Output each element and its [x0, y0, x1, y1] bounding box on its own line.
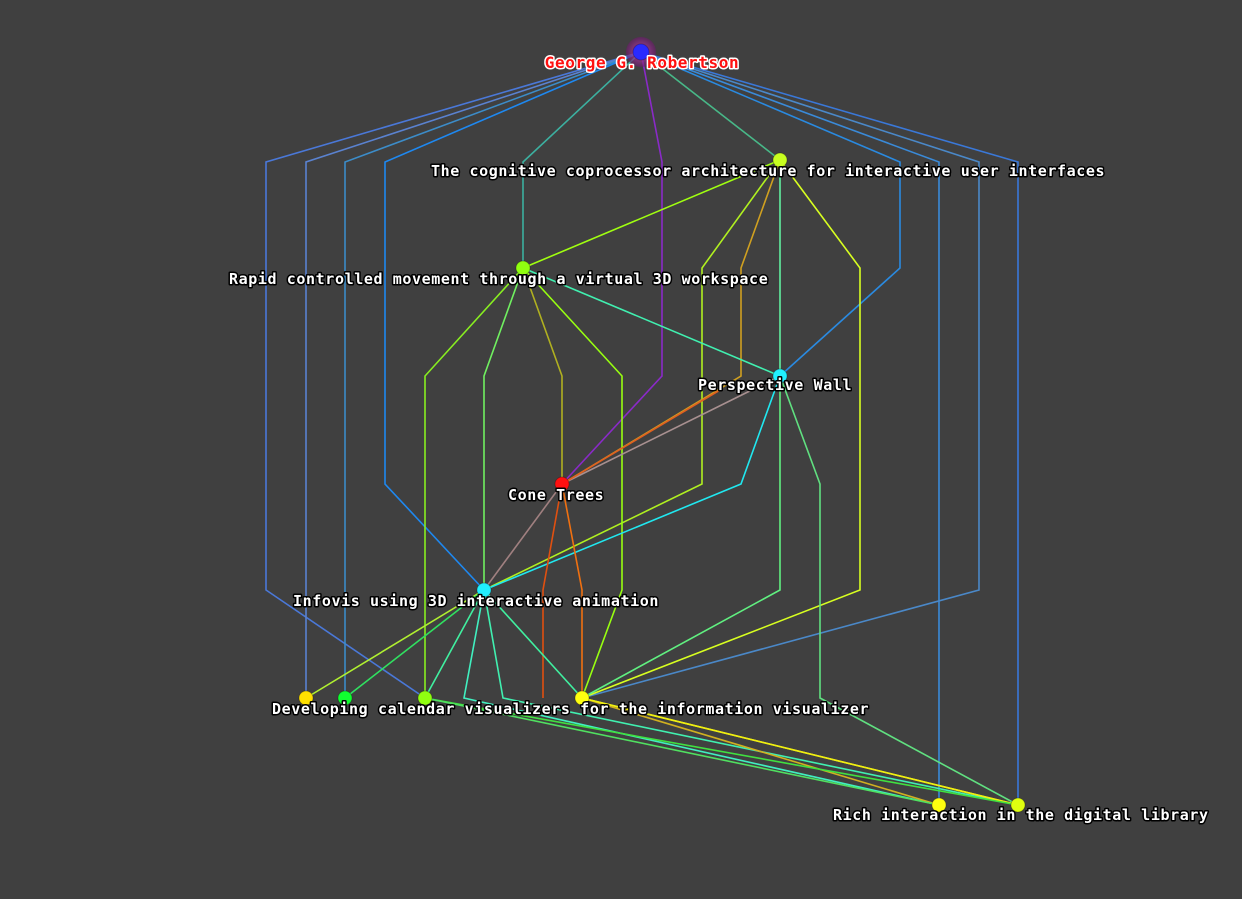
node-pwall[interactable]: [772, 368, 788, 384]
edge-rapid-infovis: [483, 267, 524, 590]
edge-infovis-b2: [344, 589, 485, 699]
edge-pwall-rich: [779, 375, 1019, 806]
node-b3[interactable]: [417, 690, 433, 706]
node-label-cog[interactable]: The cognitive coprocessor architecture f…: [430, 161, 1107, 182]
edge-rapid-cone: [522, 267, 563, 484]
edge-pwall-infovis: [483, 375, 781, 591]
node-label-infovis[interactable]: Infovis using 3D interactive animation: [292, 591, 660, 612]
edge-layer: [265, 51, 1019, 806]
node-label-cal[interactable]: Developing calendar visualizers for the …: [271, 699, 871, 720]
node-label-rapid[interactable]: Rapid controlled movement through a virt…: [228, 269, 770, 290]
node-cog[interactable]: [772, 152, 788, 168]
edge-root-b2: [344, 51, 642, 698]
node-rich[interactable]: [1010, 797, 1026, 813]
edge-infovis-b3: [424, 589, 485, 699]
node-label-cone[interactable]: Cone Trees: [507, 485, 606, 506]
edge-rapid-pwall: [522, 267, 781, 377]
edge-cone-infovis: [483, 483, 563, 591]
edge-root-rich: [640, 51, 1019, 805]
node-layer: [298, 37, 1026, 813]
node-label-pwall[interactable]: Perspective Wall: [697, 375, 853, 396]
edge-infovis-t2: [483, 589, 1019, 806]
edge-root-rapid: [522, 51, 642, 268]
node-b1[interactable]: [298, 690, 314, 706]
node-rich1[interactable]: [931, 797, 947, 813]
node-cal[interactable]: [574, 690, 590, 706]
edge-root-b1b: [305, 51, 642, 698]
edge-cone-cal2: [542, 483, 563, 698]
node-cone[interactable]: [554, 476, 570, 492]
edge-cog-infovis: [483, 159, 781, 591]
edge-cog-cone: [561, 159, 781, 485]
node-rapid[interactable]: [515, 260, 531, 276]
edge-infovis-b1: [305, 589, 485, 699]
edge-root-rich1: [640, 51, 940, 805]
node-root[interactable]: [632, 43, 650, 61]
edge-b3-rich1: [424, 697, 940, 806]
edge-cone-cal: [561, 483, 583, 698]
edge-rapid-cal: [522, 267, 623, 699]
edge-b3-rich: [424, 697, 1019, 806]
edge-cog-rapid: [522, 159, 781, 269]
edge-root-infovis: [384, 51, 642, 591]
edge-pwall-cone: [561, 375, 781, 485]
node-infovis[interactable]: [476, 582, 492, 598]
edge-root-pwall: [640, 51, 901, 377]
edge-rapid-b3: [424, 267, 524, 698]
edge-pwall-cone2: [561, 389, 721, 485]
edge-cal-rich1: [581, 697, 940, 806]
node-b2[interactable]: [337, 690, 353, 706]
edge-root-cog: [640, 51, 781, 161]
edge-infovis-cal: [483, 589, 583, 699]
edge-cal-rich2: [581, 697, 1019, 806]
edge-root-cal: [581, 51, 980, 699]
edge-root-cone: [561, 51, 663, 485]
node-label-rich[interactable]: Rich interaction in the digital library: [832, 805, 1210, 826]
edge-cog-cal: [581, 159, 861, 699]
edge-infovis-t1: [463, 589, 940, 806]
edge-pwall-cal: [581, 376, 781, 699]
node-label-root[interactable]: George G. Robertson: [543, 52, 740, 74]
